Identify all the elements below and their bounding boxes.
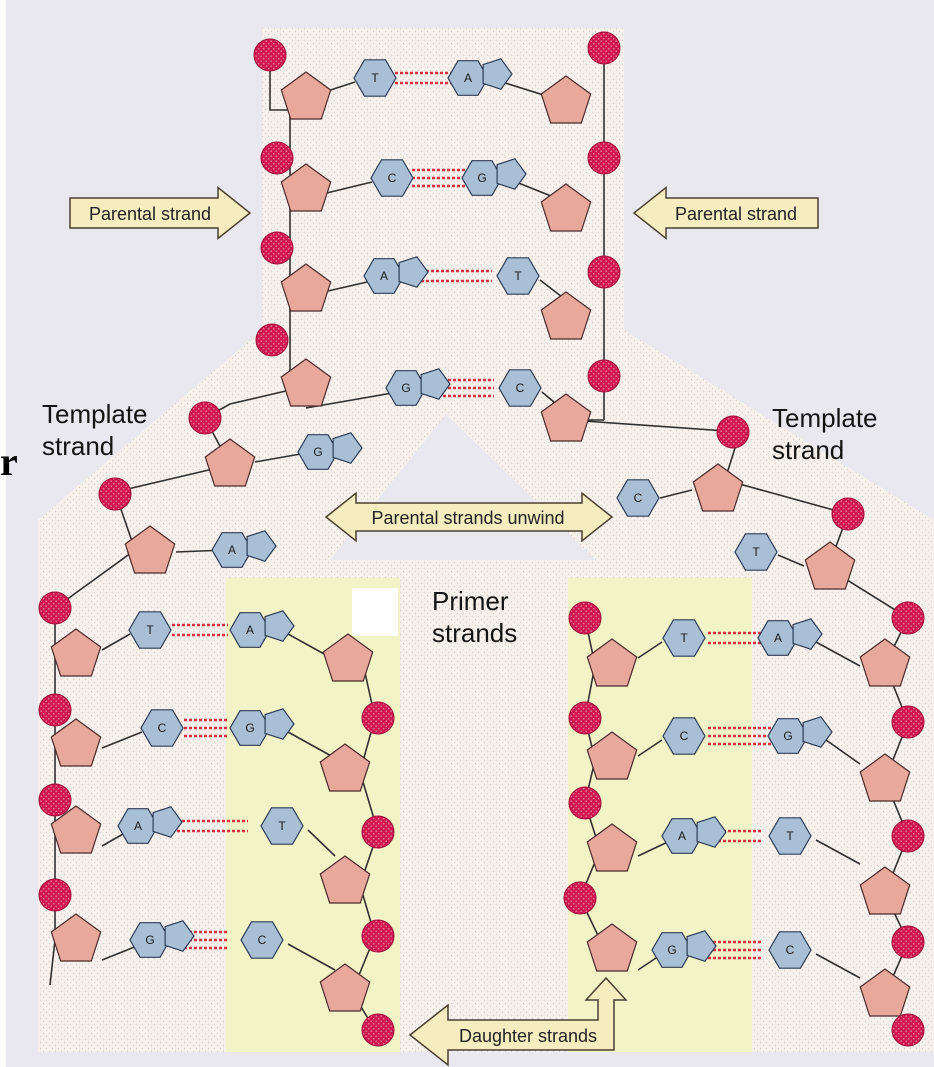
primer-strands-label: Primer strands [432, 585, 517, 649]
phosphate-group [256, 324, 288, 356]
base-letter-A: A [774, 631, 782, 645]
base-letter-G: G [145, 933, 154, 947]
base-letter-A: A [380, 269, 388, 283]
base-letter-A: A [246, 623, 254, 637]
phosphate-group [892, 1014, 924, 1046]
base-letter-C: C [158, 721, 167, 735]
template-strand-left-line2: strand [42, 430, 148, 462]
phosphate-group [362, 816, 394, 848]
base-letter-G: G [401, 381, 410, 395]
base-letter-A: A [678, 829, 686, 843]
base-letter-C: C [634, 491, 643, 505]
template-strand-right-label: Template strand [772, 402, 878, 466]
base-letter-T: T [146, 623, 154, 637]
phosphate-group [261, 232, 293, 264]
parental-strands-unwind-label: Parental strands unwind [371, 508, 564, 528]
phosphate-group [362, 920, 394, 952]
phosphate-group [588, 360, 620, 392]
parental-strand-right-label: Parental strand [675, 204, 797, 224]
phosphate-group [832, 498, 864, 530]
daughter-strands-label: Daughter strands [459, 1026, 597, 1046]
base-letter-G: G [477, 171, 486, 185]
phosphate-group [189, 402, 221, 434]
base-letter-T: T [786, 829, 794, 843]
template-strand-left-label: Template strand [42, 398, 148, 462]
phosphate-group [588, 256, 620, 288]
base-letter-A: A [134, 819, 142, 833]
phosphate-group [261, 142, 293, 174]
phosphate-group [892, 602, 924, 634]
base-letter-C: C [388, 171, 397, 185]
base-letter-C: C [516, 381, 525, 395]
base-letter-T: T [371, 71, 379, 85]
base-letter-A: A [464, 71, 472, 85]
template-strand-left-line1: Template [42, 398, 148, 430]
phosphate-group [569, 787, 601, 819]
template-strand-right-line2: strand [772, 434, 878, 466]
base-letter-T: T [514, 269, 522, 283]
base-letter-C: C [786, 943, 795, 957]
primer-strands-line1: Primer [432, 585, 517, 617]
phosphate-group [564, 882, 596, 914]
template-strand-right-line1: Template [772, 402, 878, 434]
phosphate-group [39, 879, 71, 911]
base-letter-G: G [313, 445, 322, 459]
base-letter-A: A [228, 543, 236, 557]
phosphate-group [99, 478, 131, 510]
phosphate-group [254, 39, 286, 71]
phosphate-group [569, 602, 601, 634]
phosphate-group [362, 1014, 394, 1046]
phosphate-group [892, 706, 924, 738]
phosphate-group [362, 702, 394, 734]
base-letter-T: T [278, 819, 286, 833]
clipped-text-fragment: r [0, 438, 18, 485]
primer-strands-line2: strands [432, 617, 517, 649]
phosphate-group [39, 592, 71, 624]
phosphate-group [569, 702, 601, 734]
base-letter-T: T [752, 545, 760, 559]
phosphate-group [39, 784, 71, 816]
phosphate-group [39, 694, 71, 726]
daughter-region-left [226, 578, 400, 1052]
base-letter-C: C [258, 933, 267, 947]
phosphate-group [588, 142, 620, 174]
parental-strand-left-label: Parental strand [89, 204, 211, 224]
phosphate-group [892, 820, 924, 852]
base-letter-G: G [667, 943, 676, 957]
phosphate-group [892, 926, 924, 958]
base-letter-C: C [680, 729, 689, 743]
blank-patch [352, 588, 398, 636]
base-letter-G: G [245, 721, 254, 735]
phosphate-group [717, 416, 749, 448]
phosphate-group [588, 32, 620, 64]
base-letter-T: T [680, 631, 688, 645]
base-letter-G: G [783, 729, 792, 743]
